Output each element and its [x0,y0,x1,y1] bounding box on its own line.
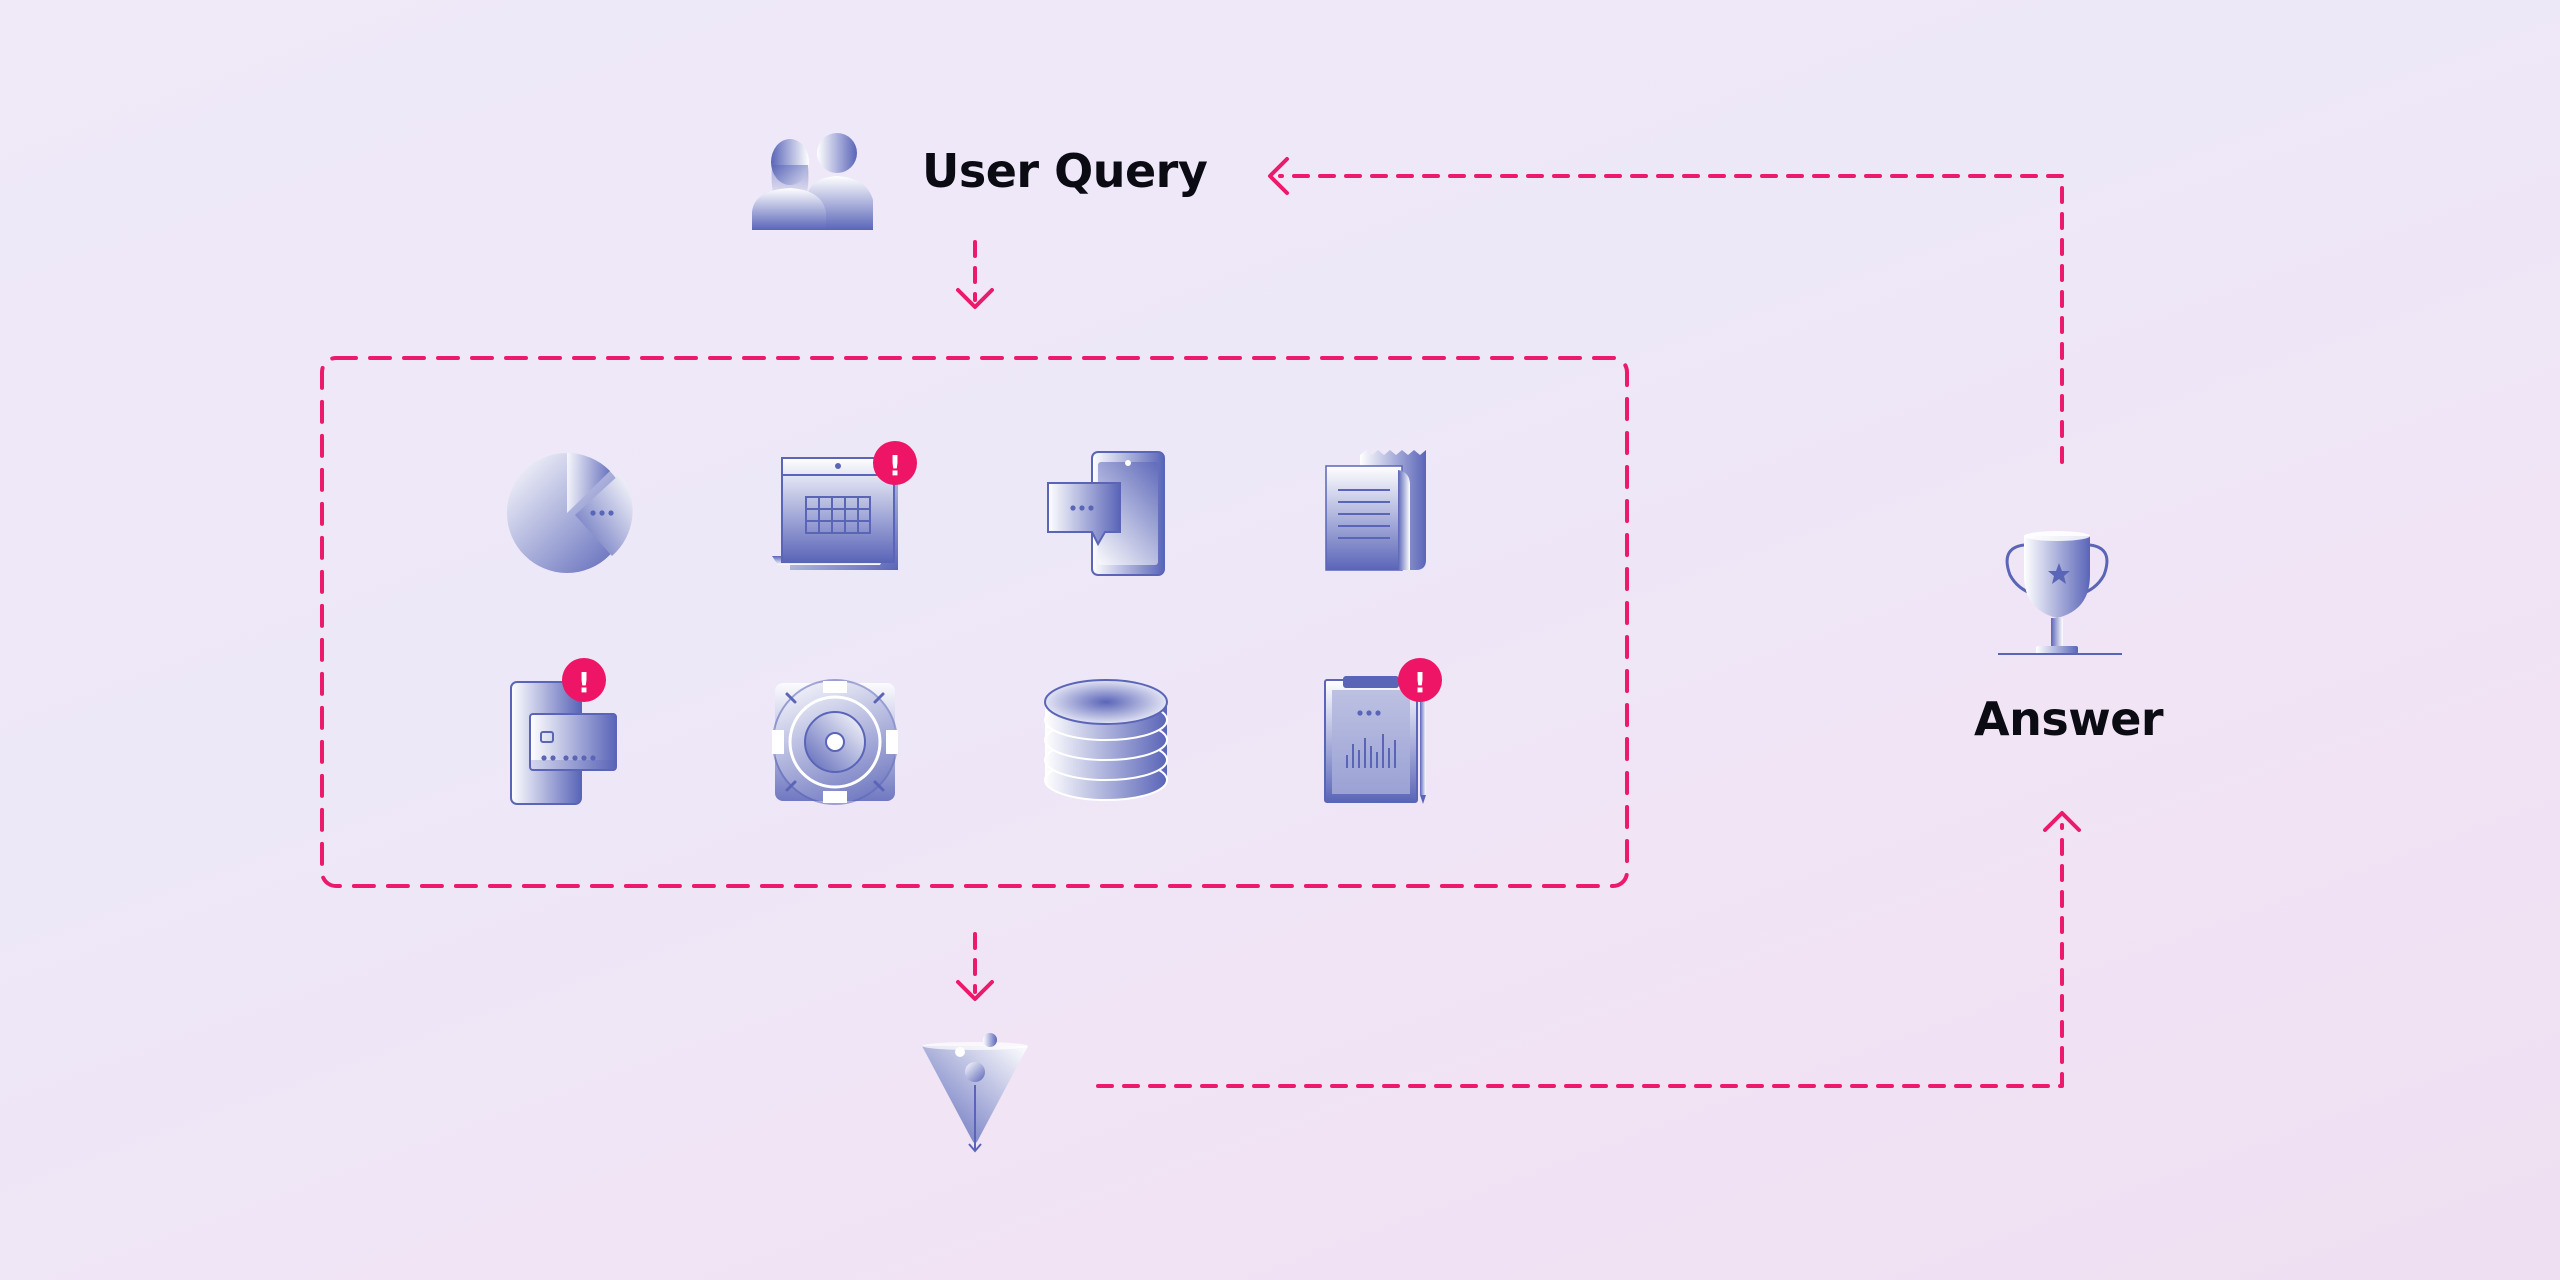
alert-badge-symbol: ! [889,449,902,482]
users-icon [752,133,873,230]
arrowhead-left [1268,157,1289,195]
alert-badge: ! [873,441,917,485]
mobile-chat-icon [1047,451,1165,576]
alert-badge-symbol: ! [1414,666,1427,699]
pie-chart-icon [507,452,633,573]
network-hub-icon [772,679,898,805]
connectors [320,157,2081,1088]
alert-badge: ! [562,658,606,702]
arrowhead-down [956,980,994,1001]
database-icon [1044,679,1168,801]
connector-filter-to-answer [1096,823,2064,1088]
answer-label: Answer [1974,692,2164,746]
clipboard-report-icon [1324,676,1426,804]
connector-answer-to-query [1278,174,2064,464]
payment-card-icon [510,681,617,805]
arrowhead-up [2043,811,2081,832]
trophy-icon [1998,531,2122,655]
alert-badge-symbol: ! [578,666,591,699]
user-query-label: User Query [922,144,1208,198]
sources-container [320,356,1629,888]
alert-badge: ! [1398,658,1442,702]
arrowhead-down [956,288,994,309]
funnel-icon [922,1033,1028,1153]
receipt-document-icon [1325,450,1426,571]
calendar-icon [772,457,898,570]
